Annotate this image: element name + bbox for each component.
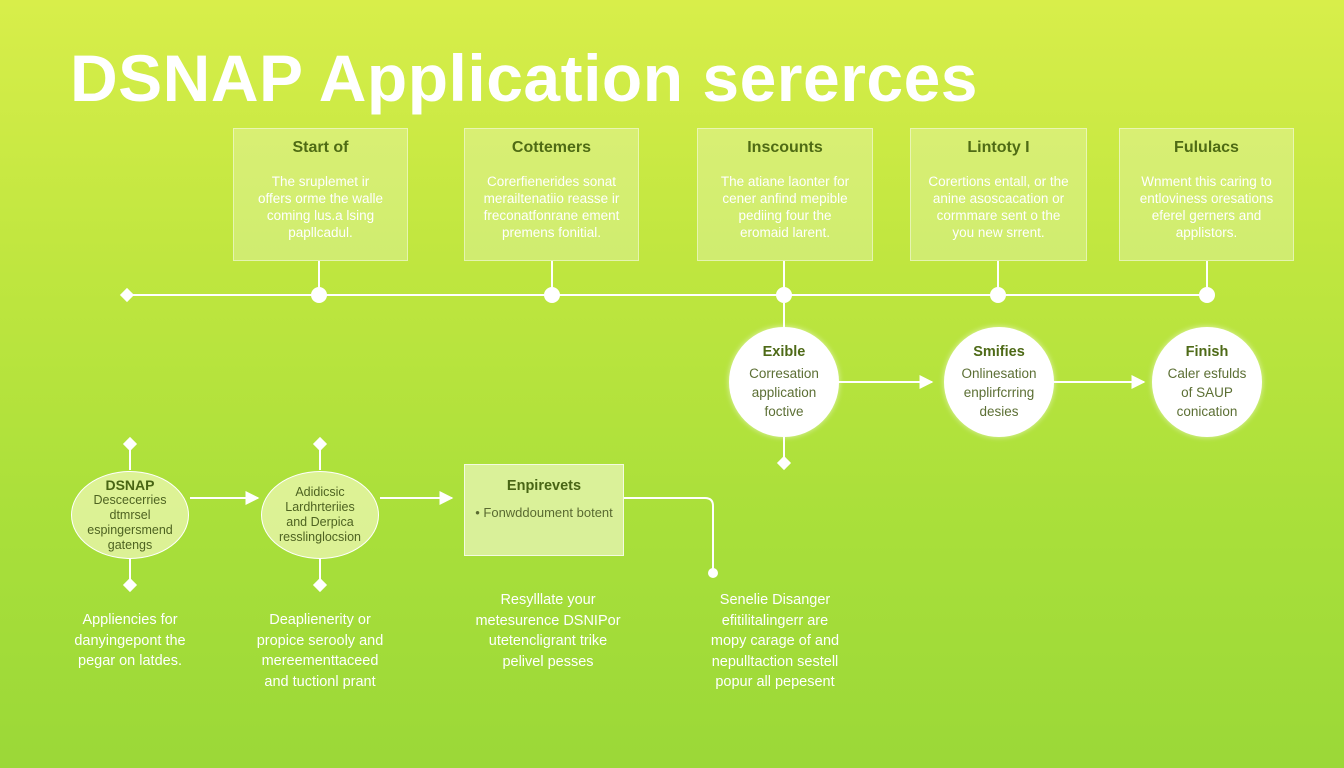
environment-title: Enpirevets xyxy=(506,478,582,494)
step-title: Cottemers xyxy=(511,139,592,156)
timeline-dot-4 xyxy=(990,287,1006,303)
step-title: Fululacs xyxy=(1174,139,1239,156)
step-card-4: Lintoty I Corertions entall, or the anin… xyxy=(910,128,1087,261)
environment-box: Enpirevets • Fonwddoument botent xyxy=(464,464,624,556)
circle-title: Exible xyxy=(762,343,806,360)
node2-top-diamond xyxy=(312,436,328,452)
circle-title: Finish xyxy=(1185,343,1229,360)
process-node-dsnap: DSNAP Descecerries dtmrsel espingersmend… xyxy=(71,471,189,559)
env-elbow-connector xyxy=(624,497,714,570)
node-title: DSNAP xyxy=(105,477,155,493)
node2-bottom-diamond xyxy=(312,577,328,593)
step-description: The atiane laonter for cener anfind mepi… xyxy=(720,174,850,240)
note-2: Deaplienerity or propice serooly and mer… xyxy=(256,612,384,690)
step-description: Wnment this caring to entloviness oresat… xyxy=(1139,174,1274,240)
step-description: Corertions entall, or the anine asoscaca… xyxy=(928,174,1069,240)
circle-title: Smifies xyxy=(973,343,1025,360)
node-description: Adidicsic Lardhrteriies and Derpica ress… xyxy=(279,485,361,544)
process-node-2: Adidicsic Lardhrteriies and Derpica ress… xyxy=(261,471,379,559)
timeline-dot-3 xyxy=(776,287,792,303)
circle-description: Corresation application foctive xyxy=(749,365,819,419)
timeline-dot-1 xyxy=(311,287,327,303)
node1-bottom-diamond xyxy=(122,577,138,593)
timeline-dot-5 xyxy=(1199,287,1215,303)
circle-description: Onlinesation enplirfcrring desies xyxy=(961,365,1037,419)
note-1: Appliencies for danyingepont the pegar o… xyxy=(74,612,186,669)
environment-description: • Fonwddoument botent xyxy=(475,505,613,520)
step-title: Start of xyxy=(292,139,349,156)
step-description: The sruplemet ir offers orme the walle c… xyxy=(257,174,384,240)
flow-circle-smifies: Smifies Onlinesation enplirfcrring desie… xyxy=(944,327,1054,437)
env-elbow-dot xyxy=(708,568,718,578)
node1-top-diamond xyxy=(122,436,138,452)
node-description: Descecerries dtmrsel espingersmend gaten… xyxy=(87,493,173,552)
timeline-dot-2 xyxy=(544,287,560,303)
circle-description: Caler esfulds of SAUP conication xyxy=(1167,365,1247,419)
timeline-start-diamond xyxy=(119,287,135,303)
step-card-2: Cottemers Corerfienerides sonat merailte… xyxy=(464,128,639,261)
step-title: Lintoty I xyxy=(967,139,1030,156)
flow-circle-exible: Exible Corresation application foctive xyxy=(729,327,839,437)
step-card-5: Fululacs Wnment this caring to entlovine… xyxy=(1119,128,1294,261)
flow-circle-finish: Finish Caler esfulds of SAUP conication xyxy=(1152,327,1262,437)
step-card-3: Inscounts The atiane laonter for cener a… xyxy=(697,128,873,261)
step-description: Corerfienerides sonat merailtenatiio rea… xyxy=(483,174,620,240)
flow-down-diamond xyxy=(776,455,792,471)
note-4: Senelie Disanger efitilitalingerr are mo… xyxy=(710,592,840,690)
step-card-1: Start of The sruplemet ir offers orme th… xyxy=(233,128,408,261)
page-title: DSNAP Application sererces xyxy=(70,41,978,115)
note-3: Resylllate your metesurence DSNIPor utet… xyxy=(475,592,621,670)
step-title: Inscounts xyxy=(747,139,823,156)
